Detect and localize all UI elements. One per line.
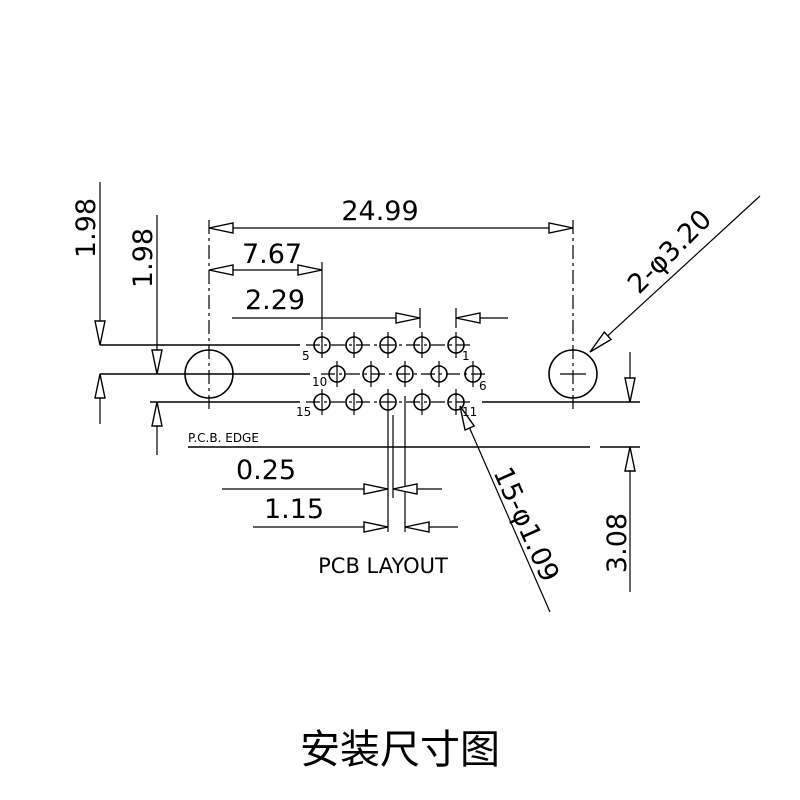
dim-1-98-left: 1.98 [71, 198, 102, 258]
arrowhead [151, 349, 163, 375]
drawing-title: 安装尺寸图 [300, 727, 500, 773]
dim-2-29: 2.29 [245, 285, 305, 316]
arrowhead [548, 222, 574, 234]
dim-pin-hole: 15-φ1.09 [487, 462, 565, 586]
arrowhead [392, 483, 418, 495]
arrowhead [363, 521, 389, 533]
pin-label-10: 10 [312, 375, 327, 389]
dim-24-99: 24.99 [341, 196, 418, 227]
pin-label-11: 11 [462, 405, 477, 419]
pcb-layout-label: PCB LAYOUT [318, 554, 448, 578]
arrowhead [94, 373, 106, 399]
arrowhead [404, 521, 430, 533]
arrowhead [94, 320, 106, 346]
pin-label-15: 15 [296, 405, 311, 419]
arrowhead [459, 405, 476, 431]
arrowhead [624, 377, 636, 403]
arrowhead [395, 312, 421, 324]
dim-1-98-inner: 1.98 [128, 228, 159, 288]
arrowhead [624, 446, 636, 472]
leader-pin-hole [459, 405, 551, 613]
dim-mount-hole: 2-φ3.20 [622, 204, 718, 300]
dim-7-67: 7.67 [242, 239, 302, 270]
drawing-geometry [94, 182, 761, 613]
pin-label-6: 6 [479, 379, 487, 393]
pcb-edge-label: P.C.B. EDGE [188, 431, 259, 445]
arrowhead [455, 312, 481, 324]
arrowhead [151, 401, 163, 427]
pin-label-1: 1 [462, 349, 470, 363]
arrowhead [208, 264, 234, 276]
arrowhead [589, 330, 613, 353]
dim-1-15: 1.15 [264, 494, 324, 525]
leader-mount-hole [589, 195, 761, 353]
arrowhead [363, 483, 389, 495]
arrowhead [297, 264, 323, 276]
arrowhead [208, 222, 234, 234]
dim-0-25: 0.25 [236, 455, 296, 486]
dim-3-08: 3.08 [602, 513, 633, 573]
pin-label-5: 5 [302, 349, 310, 363]
